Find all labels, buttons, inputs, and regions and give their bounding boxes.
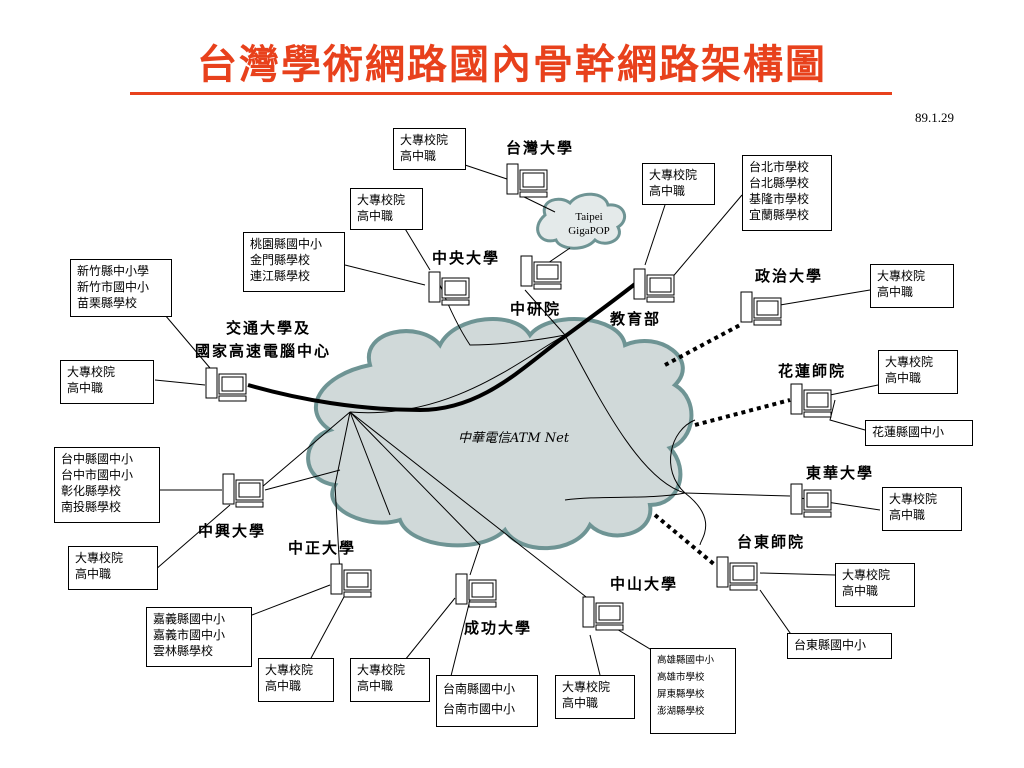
node-label-nhltc: 花蓮師院 — [778, 362, 847, 380]
atm-cloud-label: 中華電信ATM Net — [458, 431, 570, 446]
title-underline — [130, 92, 892, 95]
box-ccu: 大專校院高中職 — [258, 658, 334, 702]
dotted-links — [653, 323, 791, 567]
node-label-nttu: 台東師院 — [737, 533, 806, 551]
thin-links — [261, 284, 791, 601]
box-nchu: 大專校院高中職 — [68, 546, 158, 590]
box-nchu-counties: 台中縣國中小台中市國中小彰化縣學校南投縣學校 — [54, 447, 160, 523]
box-nccu: 大專校院高中職 — [870, 264, 954, 308]
box-nctu-counties: 新竹縣中小學新竹市國中小苗栗縣學校 — [70, 259, 172, 317]
box-nhltc-county: 花蓮縣國中小 — [865, 420, 973, 446]
pc-icon-nsysu — [582, 596, 624, 631]
node-label-nccu: 政治大學 — [755, 267, 824, 285]
box-moe-counties: 台北市學校台北縣學校基隆市學校宜蘭縣學校 — [742, 155, 832, 231]
node-label-sinica: 中研院 — [510, 300, 562, 318]
box-ntu: 大專校院高中職 — [393, 128, 466, 170]
box-nsysu: 大專校院高中職 — [555, 675, 635, 719]
pc-icon-nttu — [716, 556, 758, 591]
node-label-ncku: 成功大學 — [464, 619, 533, 637]
pc-icon-ndhu — [790, 483, 832, 518]
box-nsysu-counties: 高雄縣國中小高雄市學校屏東縣學校澎湖縣學校 — [650, 648, 736, 734]
node-label-nctu-line2: 國家高速電腦中心 — [195, 342, 332, 360]
pc-icon-ntu — [506, 163, 548, 198]
box-nttu-county: 台東縣國中小 — [787, 633, 892, 659]
box-nttu: 大專校院高中職 — [835, 563, 915, 607]
node-label-ncu: 中央大學 — [432, 249, 501, 267]
pc-icon-nccu — [740, 291, 782, 326]
box-nctu: 大專校院高中職 — [60, 360, 154, 404]
node-label-ccu: 中正大學 — [288, 539, 357, 557]
gigapop-line2: GigaPOP — [568, 225, 610, 237]
node-label-ndhu: 東華大學 — [806, 464, 875, 482]
box-nhltc: 大專校院高中職 — [878, 350, 958, 394]
gigapop-line1: Taipei — [575, 211, 603, 223]
pc-icon-ncku — [455, 573, 497, 608]
pc-icon-nchu — [222, 473, 264, 508]
box-ncku: 大專校院高中職 — [350, 658, 430, 702]
box-ndhu: 大專校院高中職 — [882, 487, 962, 531]
node-label-nctu-line1: 交通大學及 — [226, 319, 312, 337]
box-ncu: 大專校院高中職 — [350, 188, 423, 230]
pc-icon-moe — [633, 268, 675, 303]
box-ccu-counties: 嘉義縣國中小嘉義市國中小雲林縣學校 — [146, 607, 252, 667]
date-label: 89.1.29 — [915, 110, 954, 125]
node-label-moe: 教育部 — [610, 310, 662, 328]
pc-icon-ccu — [330, 563, 372, 598]
backbone-link — [247, 278, 642, 413]
box-ncku-counties: 台南縣國中小台南市國中小 — [436, 675, 538, 727]
box-ncu-counties: 桃園縣國中小金門縣學校連江縣學校 — [243, 232, 345, 292]
pc-icon-nctu — [205, 367, 247, 402]
node-label-nchu: 中興大學 — [198, 522, 267, 540]
pc-icon-ncu — [428, 271, 470, 306]
node-label-ntu: 台灣大學 — [506, 139, 575, 157]
box-moe: 大專校院高中職 — [642, 163, 715, 205]
pc-icon-nhltc — [790, 383, 832, 418]
node-label-nsysu: 中山大學 — [610, 575, 679, 593]
gigapop-cloud — [536, 192, 627, 250]
pc-icon-sinica — [520, 255, 562, 290]
diagram-title: 台灣學術網路國內骨幹網路架構圖 — [197, 42, 827, 88]
gigapop-label: Taipei GigaPOP — [562, 210, 616, 238]
